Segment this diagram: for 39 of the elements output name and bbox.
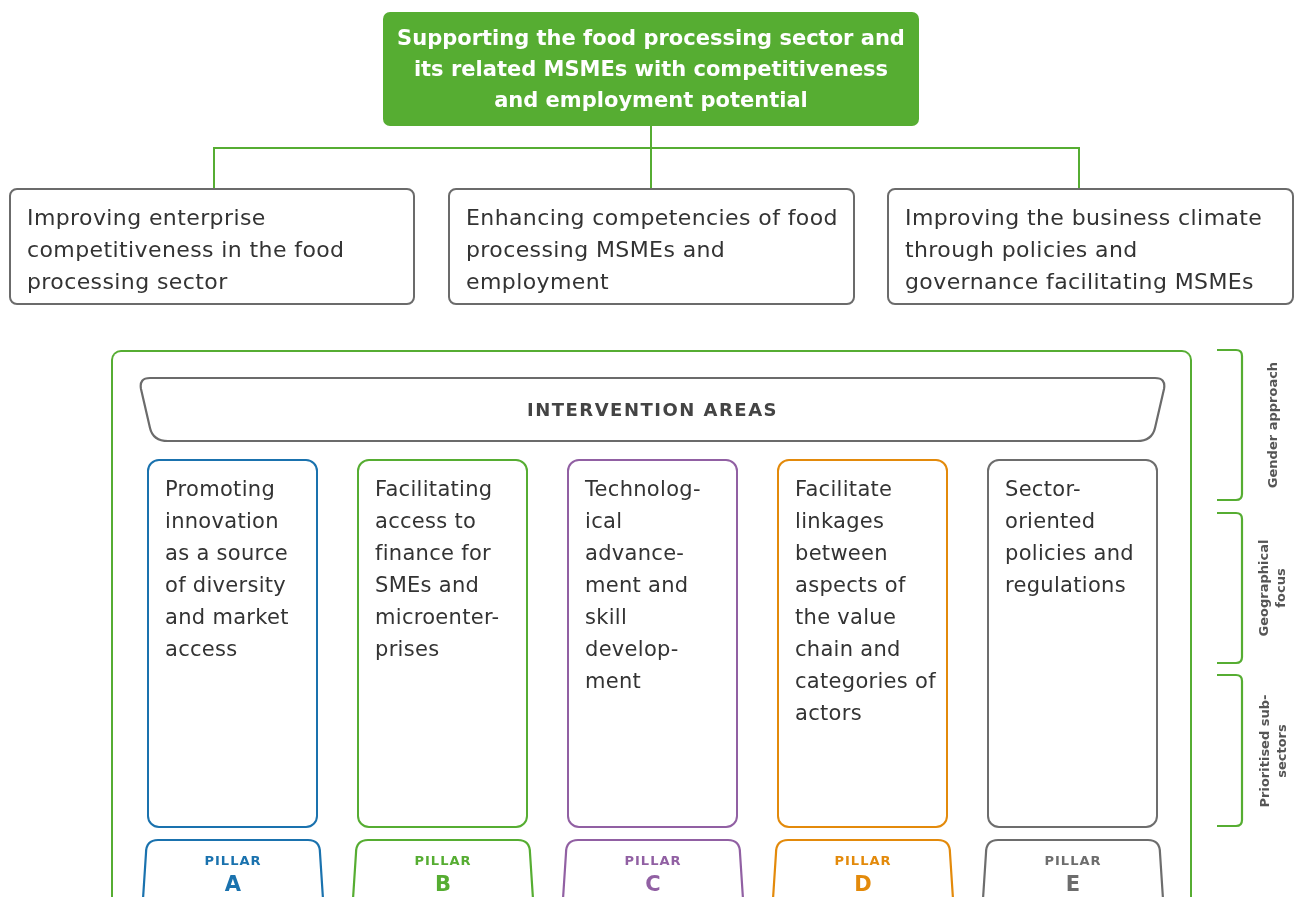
pillar-label: PILLAR — [834, 853, 892, 868]
intervention-text: Facilitating access to finance for SMEs and microenter- prises — [375, 476, 501, 663]
objective-text: Improving enterprise competitiveness in the food processing sector — [27, 204, 346, 296]
pillar-tab — [770, 839, 956, 897]
pillar-label: PILLAR — [1044, 853, 1102, 868]
pillar-letter: E — [1065, 872, 1081, 896]
side-label: Gender approach — [1263, 360, 1281, 491]
intervention-text: Promoting innovation as a source of diversity and market access — [165, 476, 290, 663]
pillar-letter: C — [645, 872, 661, 896]
intervention-text: Sector- oriented policies and regulations — [1005, 476, 1135, 599]
objective-box — [9, 188, 415, 305]
objective-text: Improving the business climate through policies and governance facilitating MSMEs — [905, 204, 1264, 296]
intervention-box — [987, 459, 1158, 828]
objective-text: Enhancing competencies of food processing MSMEs and employment — [466, 204, 839, 296]
intervention-box — [147, 459, 318, 828]
pillar-letter: D — [854, 872, 872, 896]
pillar-tab — [350, 839, 536, 897]
pillar-tab — [980, 839, 1166, 897]
intervention-box — [567, 459, 738, 828]
pillar-letter: A — [224, 872, 242, 896]
pillar-letter: B — [435, 872, 451, 896]
side-label: Geographical focus — [1255, 538, 1289, 639]
pillar-label: PILLAR — [204, 853, 262, 868]
intervention-text: Facilitate linkages between aspects of the value chain and categories of actors — [795, 476, 936, 727]
pillar-tab — [140, 839, 326, 897]
pillar-label: PILLAR — [414, 853, 472, 868]
goal-box — [383, 12, 919, 126]
intervention-box — [777, 459, 948, 828]
pillar-tab — [560, 839, 746, 897]
goal-text: Supporting the food processing sector and its related MSMEs with competitiveness and employment potential — [397, 24, 905, 114]
intervention-box — [357, 459, 528, 828]
frame-box — [111, 350, 1192, 897]
side-label: Prioritised sub-sectors — [1255, 693, 1289, 809]
objective-box — [887, 188, 1294, 305]
banner-heading: INTERVENTION AREAS — [526, 398, 779, 420]
objective-box — [448, 188, 855, 305]
banner-trapezoid — [138, 376, 1167, 442]
pillar-label: PILLAR — [624, 853, 682, 868]
intervention-text: Technolog- ical advance- ment and skill develop- ment — [585, 476, 702, 695]
